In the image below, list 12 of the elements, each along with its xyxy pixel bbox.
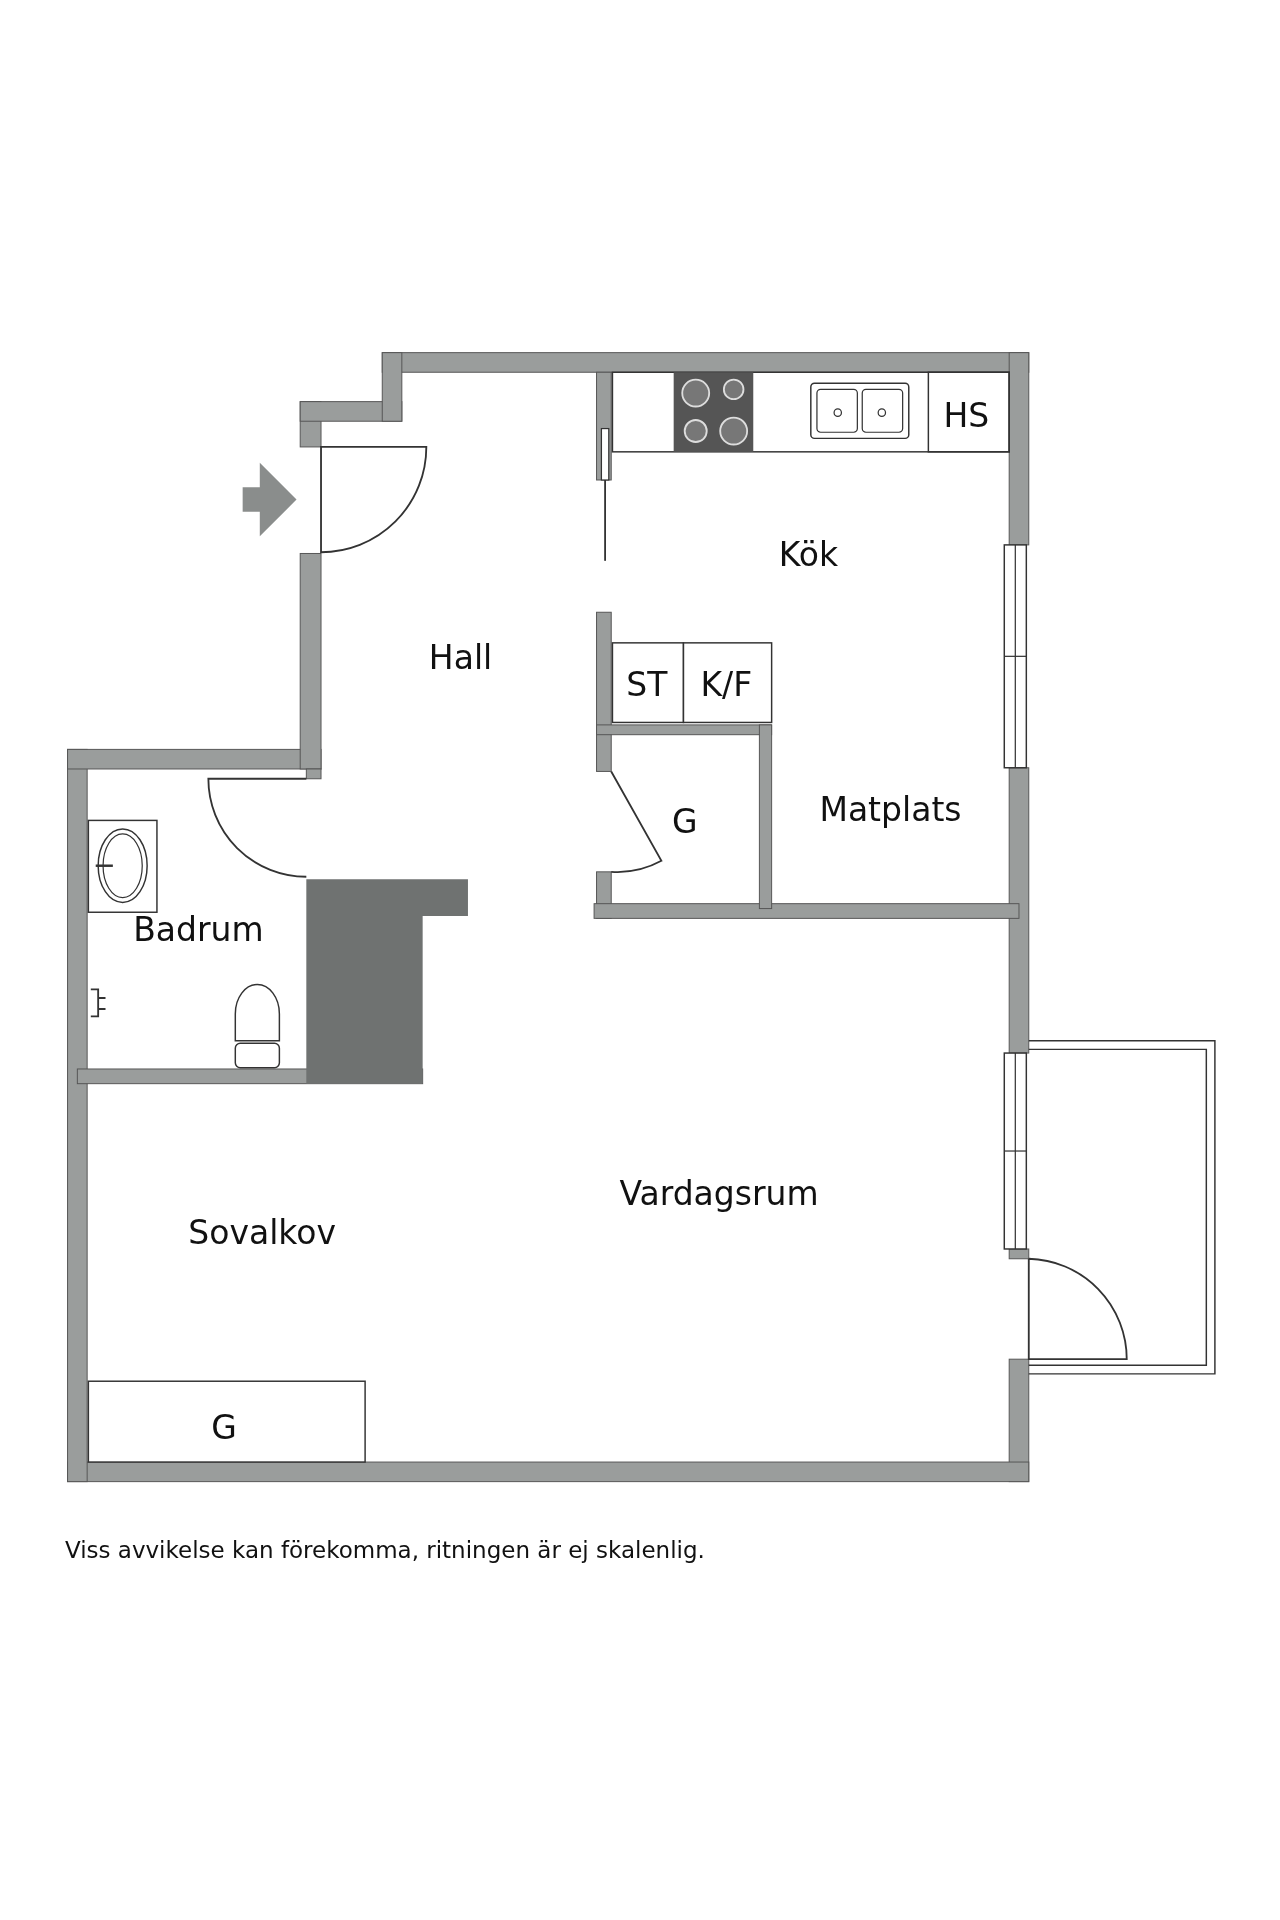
fixture-label: HS bbox=[943, 398, 990, 435]
room-label: Sovalkov bbox=[188, 1215, 336, 1252]
caption-text: Viss avvikelse kan förekomma, ritningen är ej skalenlig. bbox=[64, 1537, 705, 1564]
fixture-label: K/F bbox=[700, 666, 753, 703]
room-label: Matplats bbox=[819, 791, 962, 828]
room-label: Vardagsrum bbox=[619, 1176, 819, 1213]
room-label: Badrum bbox=[133, 911, 264, 948]
fixture-label: G bbox=[211, 1410, 237, 1447]
room-label: Kök bbox=[778, 536, 839, 573]
room-label: Hall bbox=[428, 639, 493, 676]
room-label: G bbox=[671, 803, 698, 841]
fixture-label: ST bbox=[626, 666, 668, 703]
